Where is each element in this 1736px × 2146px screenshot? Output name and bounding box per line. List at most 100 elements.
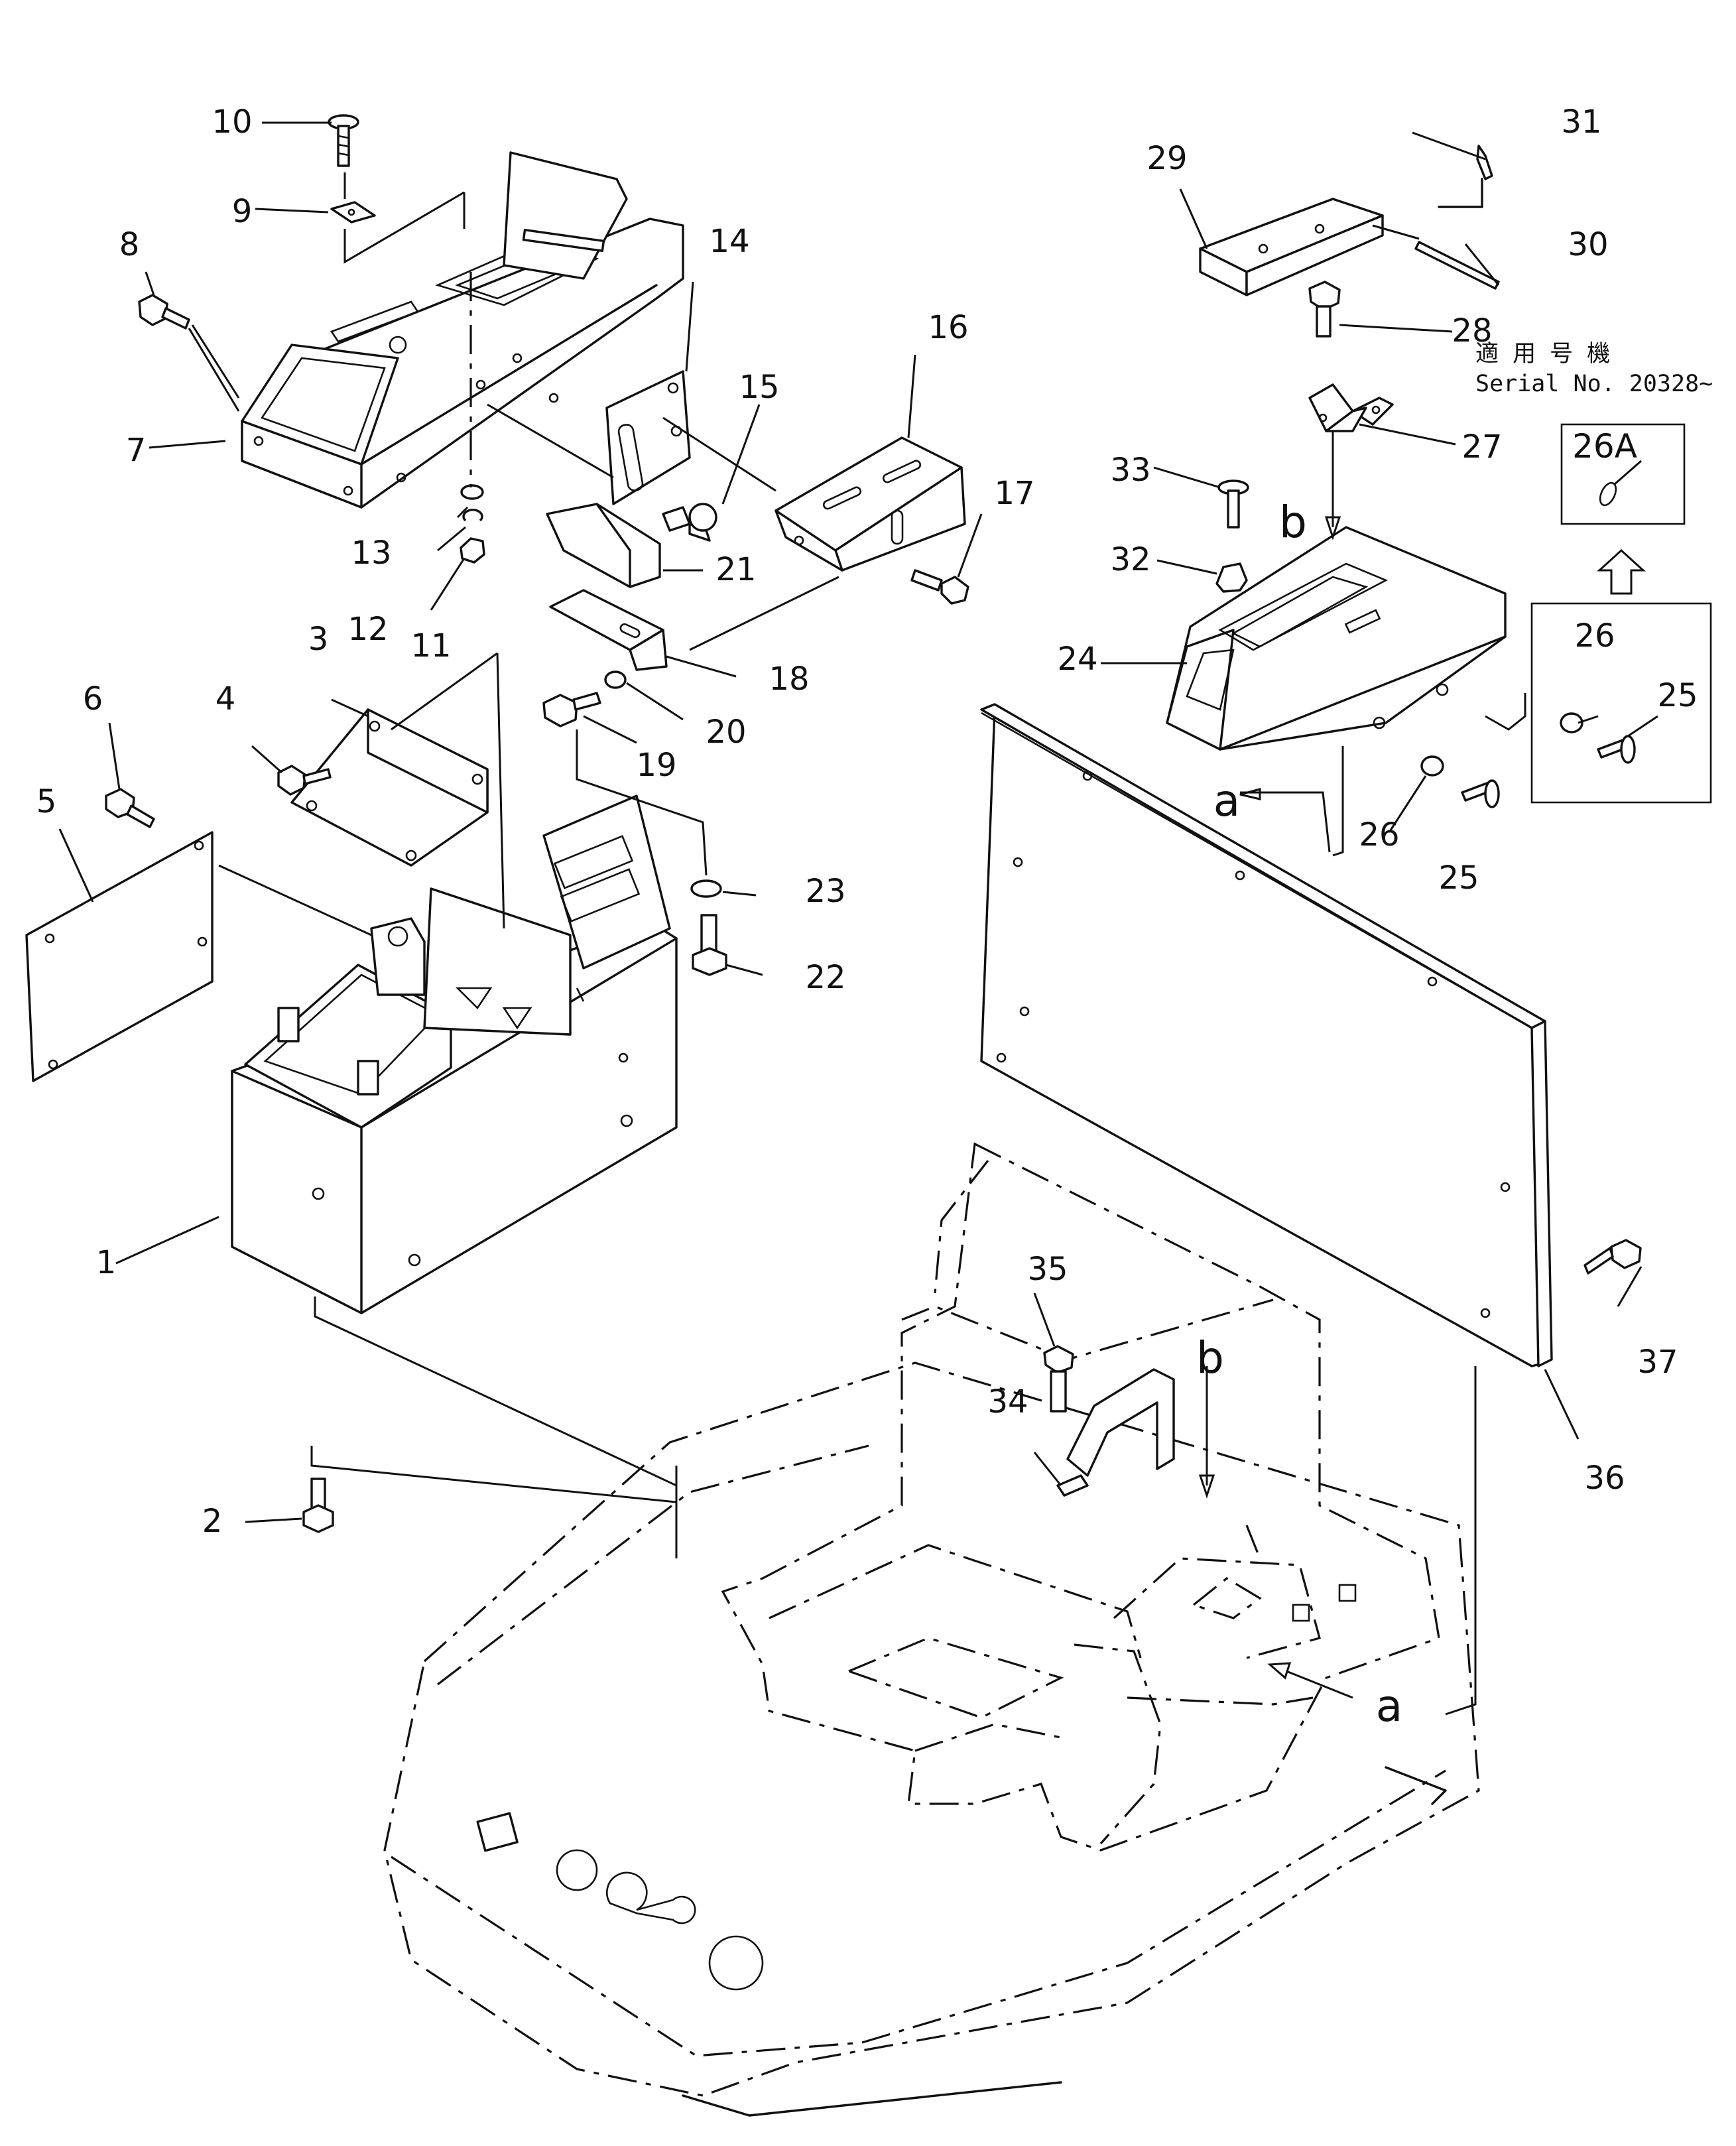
bolt-6 <box>105 788 155 828</box>
callout-20: 20 <box>706 714 746 751</box>
callout-21: 21 <box>715 551 756 588</box>
callout-labels: 1 2 3 4 5 6 7 8 9 10 11 12 13 14 15 16 1… <box>36 103 1698 1540</box>
part-24-console-cover <box>1166 526 1507 751</box>
washer-13 <box>460 484 484 500</box>
callout-23: 23 <box>805 873 845 910</box>
callout-10: 10 <box>212 103 252 141</box>
floor-round-hole <box>556 1849 598 1891</box>
callout-26b: 26 <box>1574 617 1615 655</box>
marker-b-bottom: b <box>1196 1332 1224 1383</box>
callout-33: 33 <box>1110 452 1150 489</box>
detail-26a-box: 26A <box>1560 423 1686 525</box>
part-7-console-cover <box>241 151 684 509</box>
bolt-22 <box>692 914 727 976</box>
floor-round-hole-2 <box>708 1935 764 1991</box>
marker-a-top: a <box>1213 775 1240 826</box>
bolt-35 <box>1043 1345 1074 1413</box>
bolt-19 <box>542 692 601 727</box>
callout-34: 34 <box>987 1383 1028 1420</box>
handle-34 <box>1056 1368 1175 1497</box>
callout-19: 19 <box>636 747 676 784</box>
marker-a-bottom: a <box>1376 1680 1402 1732</box>
detail-26-25-box <box>1530 602 1712 804</box>
callout-28: 28 <box>1452 312 1492 349</box>
serial-note-jp: 適 用 号 機 <box>1475 341 1610 367</box>
screw-25-detail <box>1597 735 1636 764</box>
callout-2: 2 <box>202 1503 223 1540</box>
callout-3: 3 <box>308 621 329 658</box>
washer-23 <box>690 879 722 898</box>
callout-35: 35 <box>1027 1251 1068 1288</box>
detail-arrow-up <box>1597 548 1646 595</box>
part-21-cushion <box>546 503 661 588</box>
detail-26a-label: 26A <box>1572 427 1637 466</box>
callout-13: 13 <box>351 535 391 572</box>
part-31-cotter-pin <box>1476 145 1493 180</box>
callout-31: 31 <box>1561 103 1601 141</box>
callout-7: 7 <box>126 432 147 469</box>
callout-25b: 25 <box>1657 677 1698 714</box>
bolt-15 <box>662 503 717 542</box>
callout-25a: 25 <box>1438 859 1479 897</box>
callout-37: 37 <box>1637 1344 1678 1381</box>
part-3-bracket <box>290 708 489 867</box>
serial-note: 適 用 号 機 Serial No. 20328~ <box>1475 341 1713 397</box>
callout-1: 1 <box>96 1244 117 1281</box>
callout-9: 9 <box>232 193 253 230</box>
callout-22: 22 <box>805 959 845 996</box>
callout-18: 18 <box>769 661 809 698</box>
fasteners <box>105 114 1642 1533</box>
callout-14: 14 <box>709 223 749 260</box>
leader-lines <box>58 121 1658 1716</box>
bolt-28 <box>1308 281 1341 338</box>
callout-29: 29 <box>1147 140 1187 177</box>
floor-square-hole <box>476 1812 519 1852</box>
part-18-small-bracket <box>549 589 668 671</box>
nut-11 <box>460 537 485 564</box>
bolt-37 <box>1583 1239 1642 1275</box>
part-14-plate <box>605 370 691 505</box>
view-markers: b a b a <box>1196 497 1402 1732</box>
lock-washer-12 <box>462 509 483 522</box>
callout-17: 17 <box>994 475 1034 512</box>
callout-30: 30 <box>1568 226 1608 263</box>
part-29-pad <box>1199 198 1384 296</box>
part-16-bracket <box>775 436 966 572</box>
serial-note-en: Serial No. 20328~ <box>1475 371 1713 397</box>
callout-16: 16 <box>928 309 968 346</box>
callout-15: 15 <box>739 369 779 406</box>
bolt-4 <box>277 765 332 796</box>
washer-20 <box>604 670 627 689</box>
washer-26-detail <box>1560 712 1583 733</box>
callout-24: 24 <box>1057 641 1097 678</box>
part-1-battery-box <box>231 794 678 1314</box>
callout-4: 4 <box>216 680 236 718</box>
bolt-8 <box>138 294 190 330</box>
marker-b-top: b <box>1279 497 1307 548</box>
floor-frame <box>383 1361 1480 2117</box>
hinge-9 <box>330 201 376 223</box>
part-27-bracket <box>1308 383 1394 432</box>
callout-27: 27 <box>1461 428 1502 466</box>
part-30-pin <box>1414 178 1500 290</box>
bolt-2 <box>302 1478 334 1533</box>
screw-25-main <box>1461 779 1500 808</box>
screw-33 <box>1217 479 1249 529</box>
callout-11: 11 <box>410 627 451 664</box>
washer-26-main <box>1420 755 1444 777</box>
callout-8: 8 <box>119 226 140 263</box>
callout-32: 32 <box>1110 541 1150 578</box>
console-bracket-hole <box>1292 1604 1310 1622</box>
floor-keyhole <box>605 1871 696 1925</box>
console-bracket-hole-2 <box>1338 1584 1357 1602</box>
grommet-32 <box>1215 562 1248 593</box>
console-base <box>721 1142 1440 1852</box>
callout-6: 6 <box>83 680 103 718</box>
bolt-17 <box>910 569 969 605</box>
callout-26a: 26 <box>1359 816 1399 853</box>
callout-36: 36 <box>1584 1460 1625 1497</box>
callout-12: 12 <box>347 611 388 648</box>
part-5-cover-plate <box>25 831 214 1082</box>
callout-5: 5 <box>36 783 57 820</box>
